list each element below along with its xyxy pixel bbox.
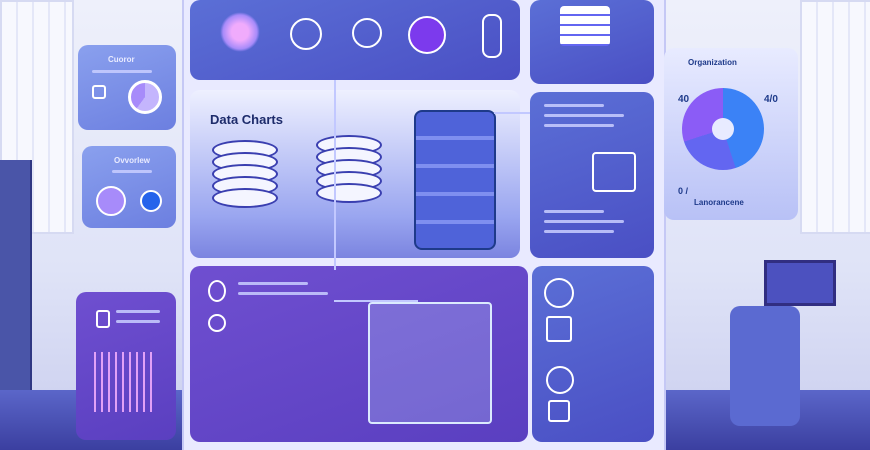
card-text-line (544, 230, 614, 233)
card-text-line (544, 220, 624, 223)
lock-icon (96, 310, 110, 328)
database-icon (212, 140, 278, 208)
info-panel-top (530, 92, 654, 258)
card-text-line (544, 104, 604, 107)
donut-hole (712, 118, 734, 140)
database-icon (316, 135, 382, 203)
cloud-icon (140, 190, 162, 212)
window-right (800, 0, 870, 234)
chair (730, 306, 800, 426)
person-icon (482, 14, 502, 58)
server-rack-icon (414, 110, 496, 250)
server-icon (560, 6, 610, 46)
card-title: Organization (688, 58, 737, 67)
card-text-line (544, 210, 604, 213)
chart-value-label: 4/0 (764, 94, 778, 105)
status-card-top: Cuoror (78, 45, 176, 130)
connector (334, 300, 418, 302)
card-text-line (92, 70, 152, 73)
gauge-icon (96, 186, 126, 216)
power-icon (408, 16, 446, 54)
lightbulb-icon (290, 18, 322, 50)
process-panel (190, 266, 528, 442)
card-text-line (116, 320, 160, 323)
cube-icon (368, 302, 492, 424)
power-icon (546, 366, 574, 394)
chart-pie-icon (128, 80, 162, 114)
card-label: Cuoror (108, 55, 135, 64)
network-icon (592, 152, 636, 192)
card-text-line (238, 282, 308, 285)
lightbulb-icon (208, 280, 226, 302)
connector (334, 80, 336, 270)
activity-card (76, 292, 176, 440)
location-icon (208, 314, 226, 332)
connector (494, 112, 530, 114)
chart-value-label: 40 (678, 94, 690, 105)
file-cabinet (0, 160, 32, 395)
stop-icon (548, 400, 570, 422)
power-button-icon (544, 278, 574, 308)
organization-card: Organization 40 4/0 0 / Lanorancene (664, 48, 798, 220)
overview-card: Ovvorlew (82, 146, 176, 228)
card-text-line (544, 124, 614, 127)
target-icon (352, 18, 382, 48)
card-text-line (238, 292, 328, 295)
page-title: Data Charts (210, 112, 283, 127)
card-label: Ovvorlew (114, 156, 151, 165)
flower-icon (220, 12, 260, 52)
card-footer: Lanorancene (694, 198, 744, 207)
card-text-line (116, 310, 160, 313)
card-text-line (112, 170, 152, 173)
actions-panel (532, 266, 654, 442)
list-icon (546, 316, 572, 342)
card-text-line (544, 114, 624, 117)
desk-monitor (764, 260, 836, 306)
circuit-icon (94, 352, 154, 412)
chart-value-label: 0 / (678, 186, 689, 196)
server-panel (530, 0, 654, 84)
top-icons-panel (190, 0, 520, 80)
sync-icon (92, 85, 106, 99)
